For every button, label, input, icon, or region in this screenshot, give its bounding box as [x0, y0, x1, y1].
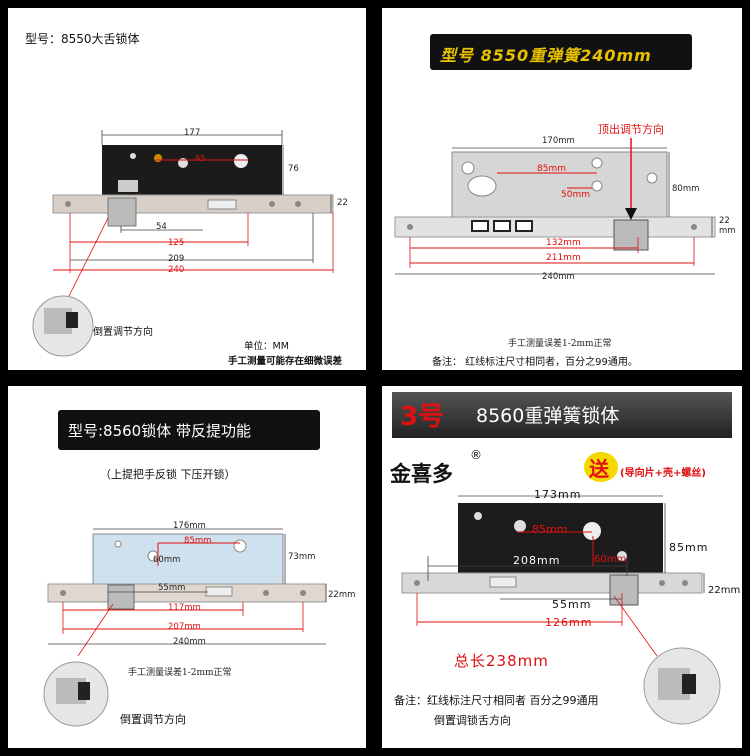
arrow-label: 顶出调节方向 — [598, 123, 664, 136]
dim-85: 85mm — [537, 164, 566, 174]
dim-60: 60mm — [153, 555, 181, 565]
dim-207: 207mm — [168, 622, 201, 632]
model-label: 型号：8550大舌锁体 — [25, 32, 140, 46]
panel-8550-lock: 型号：8550大舌锁体 177 76 85 22 54 — [8, 8, 366, 370]
dim-208: 208mm — [513, 554, 561, 567]
total-length: 总长238mm — [454, 652, 549, 670]
measure-note: 手工测量误差1-2mm正常 — [508, 339, 612, 349]
title-banner — [430, 34, 692, 70]
lock-diagram — [43, 528, 327, 727]
adjust-hint: 倒置调节方向 — [93, 327, 153, 338]
measure-note: 手工测量误差1-2mm正常 — [128, 668, 232, 678]
dim-85: 85 — [195, 154, 206, 163]
dim-22: 22mm — [328, 590, 356, 600]
dim-240: 240mm — [542, 272, 575, 282]
panel-8550-heavy: 型号 8550重弹簧240mm 顶出调节方向 170mm 85mm 50mm 8… — [382, 8, 742, 370]
dim-22: 22 mm — [719, 216, 736, 236]
dim-54: 54 — [156, 222, 167, 232]
adjust-hint: 倒置调节方向 — [120, 713, 186, 726]
gift-label: 送 — [589, 457, 609, 481]
title-text: 型号 8550重弹簧240mm — [440, 46, 652, 65]
gift-detail: (导向片+壳+螺丝) — [620, 468, 706, 479]
title-banner — [58, 410, 320, 450]
panel-8560-lock: 型号:8560锁体 带反提功能 （上提把手反锁 下压开锁） 176mm 85mm… — [8, 386, 366, 748]
dim-55: 55mm — [552, 598, 592, 611]
dim-240: 240mm — [173, 637, 206, 647]
dim-22: 22 — [337, 198, 348, 208]
lock-diagram — [32, 130, 334, 357]
brand-name: 金喜多 — [390, 462, 453, 486]
remark: 备注： 红线标注尺寸相同者，百分之99通用。 — [432, 357, 638, 368]
measure-note: 手工测量可能存在细微误差 — [228, 356, 343, 367]
dim-132: 132mm — [546, 238, 581, 248]
remark: 备注：红线标注尺寸相同者 百分之99通用 — [394, 694, 599, 707]
dim-240: 240 — [168, 265, 185, 275]
dim-176: 176mm — [173, 521, 206, 531]
title-banner — [392, 392, 732, 438]
panel-8560-heavy: 3号 8560重弹簧锁体 金喜多 ® 送 (导向片+壳+螺丝) 173mm 85… — [382, 386, 742, 748]
model-number: 3号 — [400, 402, 445, 432]
dim-170: 170mm — [542, 136, 575, 146]
title-text: 型号:8560锁体 带反提功能 — [68, 422, 251, 440]
subtitle: （上提把手反锁 下压开锁） — [100, 468, 236, 481]
dim-73: 73mm — [288, 552, 316, 562]
gift-badge — [584, 452, 618, 482]
dim-211: 211mm — [546, 253, 581, 263]
unit-label: 单位：MM — [244, 341, 289, 352]
dim-209: 209 — [168, 254, 185, 264]
dim-173: 173mm — [534, 488, 582, 501]
dim-85-center: 85mm — [532, 523, 568, 536]
dim-117: 117mm — [168, 603, 201, 613]
dim-50: 50mm — [561, 190, 590, 200]
dim-76: 76 — [288, 164, 299, 174]
dim-60: 60mm — [594, 554, 627, 565]
title-text: 8560重弹簧锁体 — [476, 405, 620, 427]
dim-85: 85mm — [184, 536, 212, 546]
dim-55: 55mm — [158, 583, 186, 593]
dim-177: 177 — [184, 128, 201, 138]
dim-80: 80mm — [672, 184, 700, 194]
lock-diagram — [401, 495, 721, 725]
adjust-hint: 倒置调锁舌方向 — [434, 714, 511, 727]
dim-126: 126mm — [545, 616, 593, 629]
dim-85-height: 85mm — [669, 541, 709, 554]
dim-22: 22mm — [708, 585, 741, 596]
dim-125: 125 — [168, 238, 185, 248]
lock-diagram — [394, 138, 716, 275]
registered-mark: ® — [470, 448, 482, 462]
